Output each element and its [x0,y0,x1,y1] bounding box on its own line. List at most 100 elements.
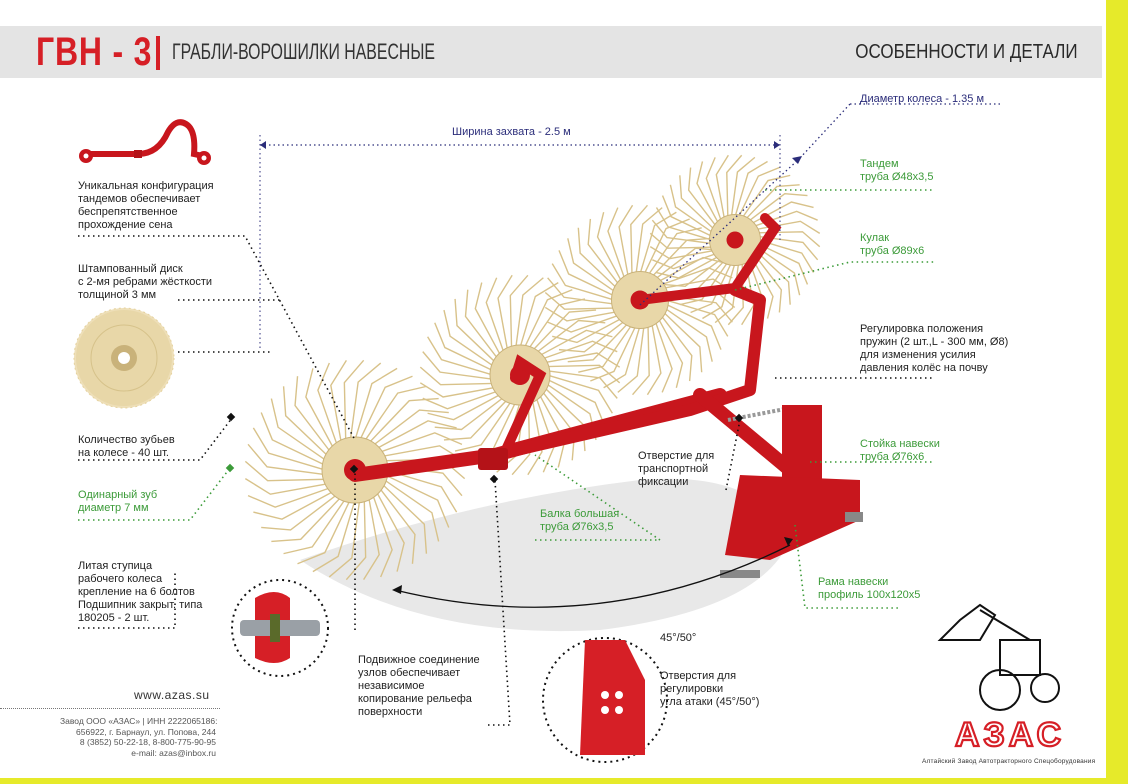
rake-tine [651,219,721,246]
rake-tine [687,167,722,234]
section-title: ОСОБЕННОСТИ И ДЕТАЛИ [855,41,1078,63]
rake-tine [537,371,613,414]
rake-tine [511,391,531,476]
rake-tine [312,489,359,573]
right-border-strip [1106,0,1128,784]
rake-frame [348,213,863,578]
rake-tine [363,409,449,453]
tractor-loader-icon [937,603,1060,711]
website-link[interactable]: www.azas.su [134,688,210,702]
rake-tine [427,388,510,421]
rake-tine [551,263,624,304]
rake-tine [646,313,662,396]
rake-tine [715,154,729,228]
rake-tine [634,207,663,284]
rake-tine [731,160,768,226]
rake-tine [567,238,624,298]
rake-tine [317,362,342,457]
rake-tine [530,329,613,362]
rake-tine [348,362,382,452]
working-width-dimension [259,135,781,350]
rake-tine [578,316,638,373]
title-separator [156,36,160,70]
rake-tine [749,244,791,305]
rake-tine [590,316,641,382]
rake-tine [736,174,791,226]
rake-tine [351,367,398,451]
rake-tine [305,368,340,459]
rake-tine [653,309,684,388]
rake-tine [669,184,721,239]
rake-tine [536,364,621,384]
rake-tine [656,296,729,337]
rake-tine [558,314,633,353]
rake-tine [534,352,621,368]
header-bar [0,26,1102,78]
attack-angle-label: 45°/50° [660,632,697,644]
rake-tine [748,246,783,313]
rake-tine [527,319,606,360]
rake-tine [587,218,626,293]
rake-tine [747,220,821,234]
rake-tine [419,382,506,398]
rake-tine [454,298,504,370]
rake-tine [330,359,347,455]
rake-tine [705,157,725,230]
rake-tine [516,282,559,358]
rake-tine [419,366,504,386]
rake-tine [642,227,702,284]
footer-divider [0,708,220,709]
rake-tine [652,250,725,270]
leader-lines [78,235,935,726]
hub-cutaway-icon [231,579,329,677]
angle-plate-icon [542,637,668,763]
rake-tine [247,443,337,477]
rake-tine [544,306,627,322]
wheel-diameter-arrow [639,103,1000,306]
green-leader-lines [78,189,935,609]
rake-tine [734,166,780,226]
rake-tine [252,427,336,474]
rake-tine [443,309,503,373]
rake-tine [497,274,513,361]
rake-tine [328,488,362,578]
rake-tine [690,254,736,314]
product-subtitle: ГРАБЛИ-ВОРОШИЛКИ НАВЕСНЫЕ [172,39,435,64]
rake-tine [244,478,340,495]
rake-tine [343,359,365,453]
rake-tine [527,389,543,476]
rake-tine [636,211,677,284]
rake-tine [525,309,597,359]
rake-tine [454,392,518,452]
rake-tine [368,432,463,457]
rake-tine [655,207,721,244]
rake-tine [422,387,508,410]
rake-tine [741,192,808,227]
working-width-label: Ширина захвата - 2.5 м [452,126,571,138]
rake-tine [283,489,353,555]
rake-tine [567,315,636,363]
rake-tine [617,316,646,393]
rake-tine [631,315,650,396]
rake-tine [282,386,337,465]
rake-tine [558,250,624,301]
rake-tine [743,201,814,229]
rake-tine [271,488,350,543]
rake-tine [654,307,693,382]
rake-tine [368,483,393,578]
rake-tine [345,487,367,581]
rake-tine [618,204,634,287]
rake-tine [434,390,513,431]
rake-tine [474,282,507,365]
rake-tine [354,375,413,451]
rake-tine [714,254,741,324]
